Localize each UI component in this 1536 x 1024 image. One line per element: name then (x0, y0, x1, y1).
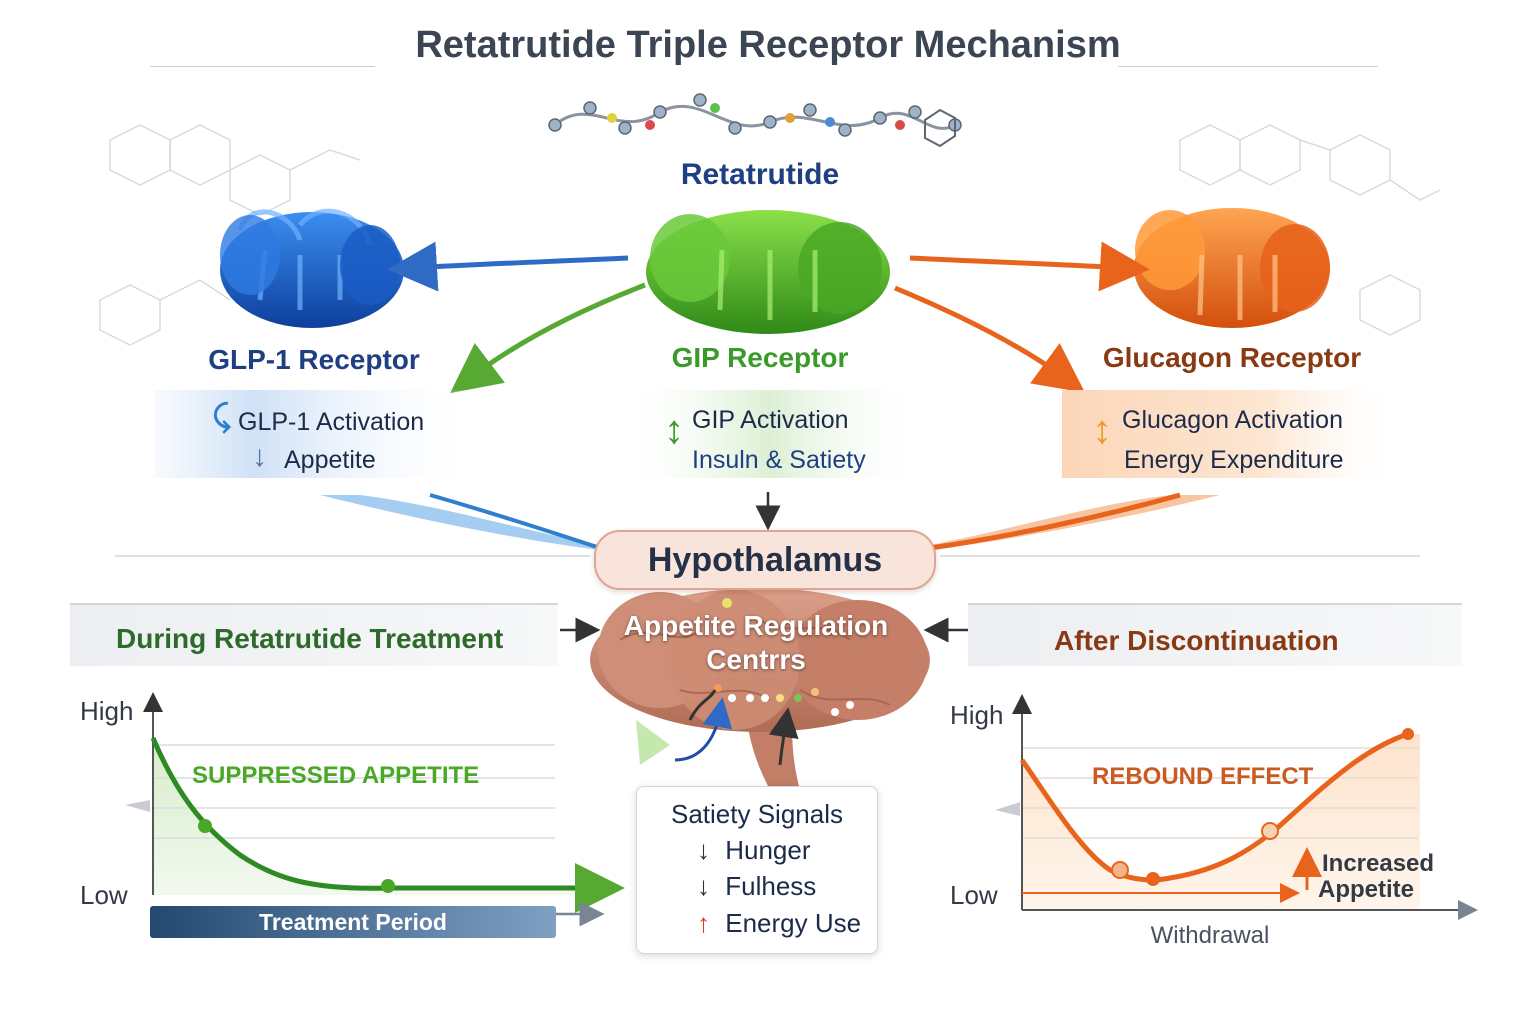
brain-label-line2: Centrrs (706, 644, 806, 675)
satiety-row-fullness: ↓ Fulhess (697, 871, 816, 902)
arrow-to-glucagon (909, 241, 1150, 292)
hypothalamus-label: Hypothalamus (594, 530, 936, 590)
withdrawal-label: Withdrawal (1150, 922, 1270, 949)
right-appetite-chart (995, 694, 1478, 920)
treatment-period-bar (150, 906, 556, 938)
glp1-activation-band (155, 390, 485, 478)
glucagon-updown-arrow-icon: ↕ (1092, 408, 1112, 452)
title-rule-right (1118, 66, 1378, 67)
left-appetite-curve (150, 737, 625, 913)
gip-receptor-label: GIP Receptor (671, 342, 849, 373)
glp1-activation-text: GLP-1 Activation (238, 408, 425, 436)
glucagon-receptor-label: Glucagon Receptor (1102, 342, 1362, 373)
left-panel-heading: During Retatrutide Treatment (116, 623, 504, 654)
gip-activation-band (615, 390, 925, 478)
glp1-receptor-protein (220, 208, 404, 328)
increased-appetite-line1: Increased (1322, 850, 1435, 877)
title-rule-left (150, 66, 375, 67)
satiety-signals-box: Satiety Signals ↓ Hunger ↓ Fulhess ↑ Ene… (636, 786, 878, 954)
gip-updown-arrow-icon: ↕ (664, 408, 684, 452)
suppressed-appetite-label: SUPPRESSED APPETITE (192, 762, 480, 789)
retatrutide-molecule (548, 93, 962, 148)
energy-use-trend-arrow-icon: ↑ (697, 908, 710, 938)
energy-use-label: Energy Use (725, 908, 862, 938)
right-y-high-label: High (950, 700, 1004, 730)
glucagon-flow-line (929, 492, 1181, 551)
brain-illustration (590, 588, 930, 790)
glucagon-receptor-protein (1134, 208, 1330, 328)
satiety-title: Satiety Signals (671, 799, 843, 829)
diagram-title: Retatrutide Triple Receptor Mechanism (415, 24, 1121, 66)
glp1-flow-ribbon (320, 495, 600, 550)
background-molecule-right (1179, 124, 1441, 336)
left-y-low-label: Low (80, 880, 128, 910)
arrow-to-glp1 (387, 241, 629, 292)
left-y-high-label: High (80, 696, 134, 726)
left-panel-heading-bg (70, 604, 558, 666)
hunger-trend-arrow-icon: ↓ (697, 835, 710, 865)
right-y-low-label: Low (950, 880, 998, 910)
glucagon-activation-band (1062, 390, 1402, 478)
glucagon-activation-text: Glucagon Activation (1122, 406, 1343, 434)
glp1-appetite-text: Appetite (284, 446, 376, 474)
rebound-effect-label: REBOUND EFFECT (1092, 763, 1314, 790)
glp1-down-arrow-icon: ↓ (252, 440, 267, 473)
increased-appetite-line2: Appetite (1318, 876, 1414, 903)
drug-label: Retatrutide (680, 158, 840, 191)
treatment-period-label: Treatment Period (259, 909, 447, 935)
right-appetite-curve (1019, 731, 1409, 883)
fullness-trend-arrow-icon: ↓ (697, 871, 710, 901)
satiety-row-energy-use: ↑ Energy Use (697, 908, 861, 939)
glp1-curved-arrow-icon: ⤹ (213, 400, 231, 433)
fullness-label: Fulhess (725, 871, 817, 901)
glp1-receptor-label: GLP-1 Receptor (208, 344, 420, 375)
satiety-row-hunger: ↓ Hunger (697, 835, 811, 866)
gip-activation-text: GIP Activation (692, 406, 849, 434)
arrow-to-glp1-label (450, 282, 646, 394)
brain-label-line1: Appetite Regulation (623, 610, 889, 641)
glp1-flow-line (429, 493, 601, 550)
gip-receptor-protein (646, 210, 890, 334)
gip-insulin-text: Insuln & Satiety (692, 446, 866, 474)
glucagon-energy-text: Energy Expenditure (1124, 446, 1344, 474)
left-appetite-chart (125, 692, 625, 938)
hunger-label: Hunger (725, 835, 811, 865)
right-panel-heading: After Discontinuation (1054, 625, 1339, 656)
right-panel-heading-bg (968, 604, 1462, 666)
background-molecule-left (99, 124, 361, 346)
arrow-to-glucagon-label (894, 285, 1086, 393)
